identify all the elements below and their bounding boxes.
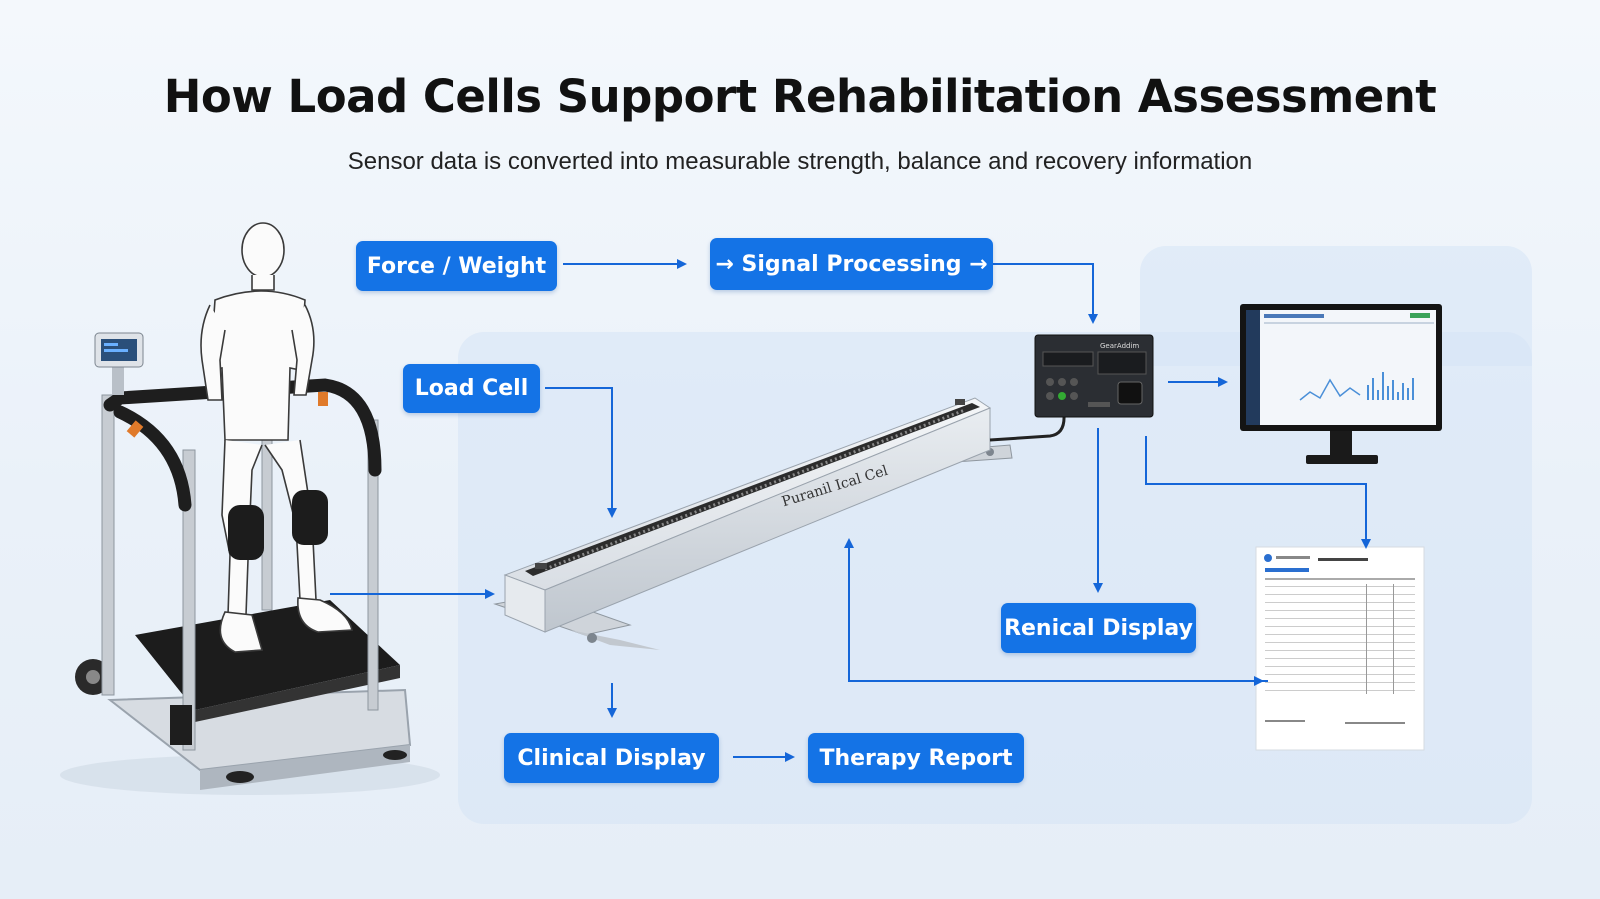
- patient-figure-illustration: [200, 222, 353, 653]
- arrow-loadcell-to-beam: [545, 387, 617, 518]
- arrow-signal-to-controller: [990, 263, 1098, 324]
- page-title: How Load Cells Support Rehabilitation As…: [163, 70, 1437, 123]
- controller-brand-label: GearAddim: [1100, 342, 1140, 350]
- computer-monitor-illustration: [1240, 304, 1442, 464]
- knee-braces-illustration: [228, 490, 328, 560]
- therapy-report-document-illustration: [1255, 546, 1425, 751]
- node-signal-processing: → Signal Processing →: [710, 238, 993, 290]
- signal-controller-illustration: [1034, 334, 1154, 418]
- arrow-controller-to-report: [1145, 436, 1371, 549]
- page-subtitle: Sensor data is converted into measurable…: [347, 148, 1253, 175]
- node-load-cell: Load Cell: [403, 364, 540, 413]
- load-cell-beam-illustration: [493, 397, 1013, 650]
- node-renical-display: Renical Display: [1001, 603, 1196, 653]
- node-force-weight: Force / Weight: [356, 241, 557, 291]
- flow-arrows: [330, 259, 1371, 762]
- node-clinical-display: Clinical Display: [504, 733, 719, 783]
- node-therapy-report: Therapy Report: [808, 733, 1024, 783]
- sensor-cable: [989, 414, 1066, 442]
